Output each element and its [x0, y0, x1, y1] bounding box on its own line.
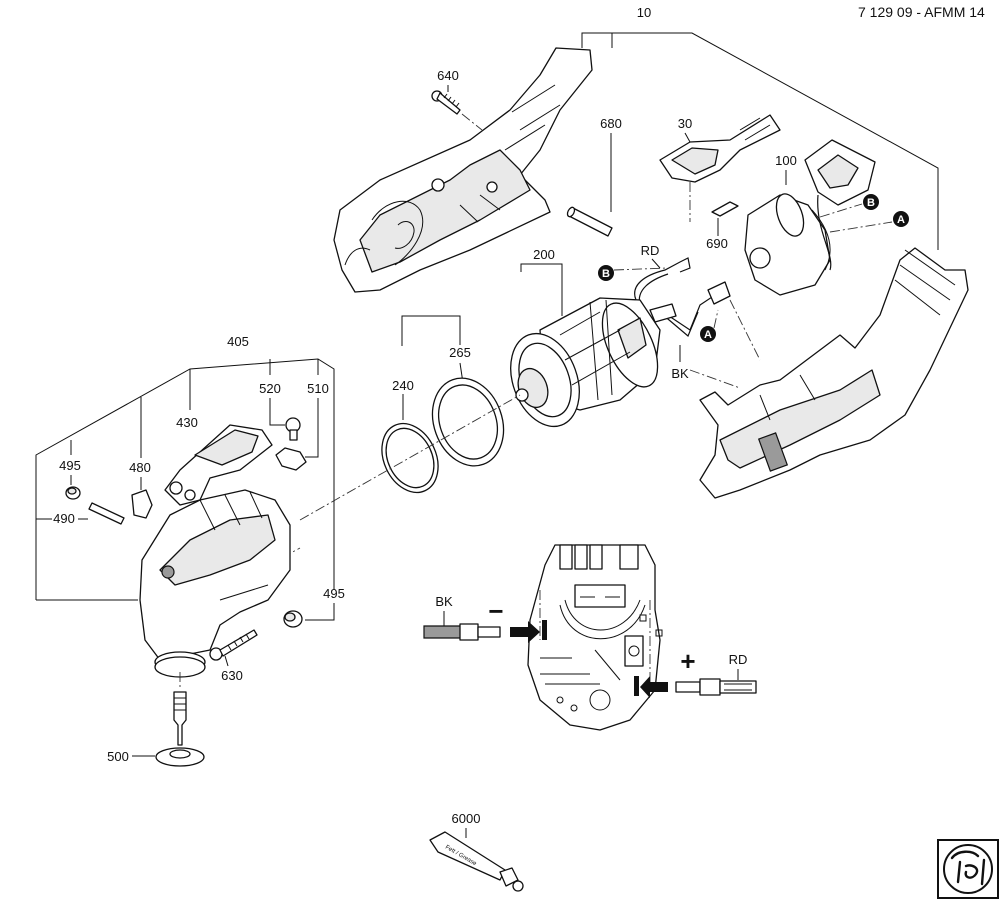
polarity-plus: + [680, 646, 695, 676]
marker-a-left [700, 326, 716, 342]
part-label-100: 100 [775, 153, 797, 168]
electronics-module-100 [744, 139, 876, 296]
part-label-690: 690 [706, 236, 728, 251]
spindle-500 [155, 672, 205, 767]
wire-label-bk-bottom: BK [435, 594, 453, 609]
spring-clip-510 [275, 447, 307, 471]
screw-520 [285, 417, 301, 441]
part-label-510: 510 [307, 381, 329, 396]
svg-text:B: B [602, 268, 610, 280]
clamp-lever-430 [164, 424, 273, 506]
callout-690: 690 [706, 201, 739, 251]
part-label-430: 430 [176, 415, 198, 430]
screw-640 [431, 90, 461, 115]
connector-markers: B A B A [598, 194, 909, 342]
drawing-number: 7 129 09 - AFMM 14 [858, 4, 985, 20]
housing-lower-half [699, 247, 969, 499]
part-label-30: 30 [678, 116, 692, 131]
housing-upper-half [333, 47, 593, 293]
part-label-495-lower: 495 [323, 586, 345, 601]
callout-265: 265 [401, 315, 505, 467]
svg-text:A: A [897, 214, 905, 226]
pin-490 [88, 502, 125, 525]
marker-a-upper [893, 211, 909, 227]
cam-480 [131, 489, 153, 519]
part-label-200: 200 [533, 247, 555, 262]
motor-wires: RD BK [634, 243, 741, 389]
marker-b-left [598, 265, 614, 281]
polarity-minus: − [488, 596, 503, 626]
switch-slider-30 [659, 114, 781, 183]
svg-text:B: B [867, 197, 875, 209]
bushing-495-lower [283, 610, 303, 628]
callout-6000: 6000 Fett / Grease [429, 811, 524, 892]
gear-head-housing [139, 489, 291, 678]
part-label-240: 240 [392, 378, 414, 393]
part-label-480: 480 [129, 460, 151, 475]
part-label-640: 640 [437, 68, 459, 83]
part-label-495-upper: 495 [59, 458, 81, 473]
callout-680: 680 [566, 116, 622, 237]
marker-b-upper [863, 194, 879, 210]
rd-cable-connection: RD + [640, 646, 757, 698]
part-label-10: 10 [637, 5, 651, 20]
wire-label-bk-top: BK [671, 366, 689, 381]
part-label-680: 680 [600, 116, 622, 131]
part-label-6000: 6000 [452, 811, 481, 826]
callout-640: 640 [431, 68, 483, 131]
grease-tube-6000: Fett / Grease [429, 831, 524, 892]
pin-680 [566, 206, 613, 237]
motor-200 [510, 297, 677, 428]
part-label-520: 520 [259, 381, 281, 396]
part-label-500: 500 [107, 749, 129, 764]
bk-cable-connection: BK − [423, 594, 540, 643]
part-label-630: 630 [221, 668, 243, 683]
callout-100: 100 [744, 139, 876, 296]
callout-30: 30 [659, 114, 781, 222]
bushing-495-upper [65, 486, 81, 500]
part-label-265: 265 [449, 345, 471, 360]
callout-10: 10 [581, 5, 939, 250]
callout-405: 405 [35, 334, 335, 601]
switch-wiring-schematic [527, 544, 663, 731]
part-label-490: 490 [53, 511, 75, 526]
svg-text:A: A [704, 329, 712, 341]
ring-265 [431, 377, 505, 467]
part-label-405: 405 [227, 334, 249, 349]
wire-label-rd-top: RD [641, 243, 660, 258]
wire-label-rd-bottom: RD [729, 652, 748, 667]
callout-200: 200 [510, 247, 677, 428]
screw-630 [209, 629, 258, 661]
fein-logo [937, 839, 999, 899]
